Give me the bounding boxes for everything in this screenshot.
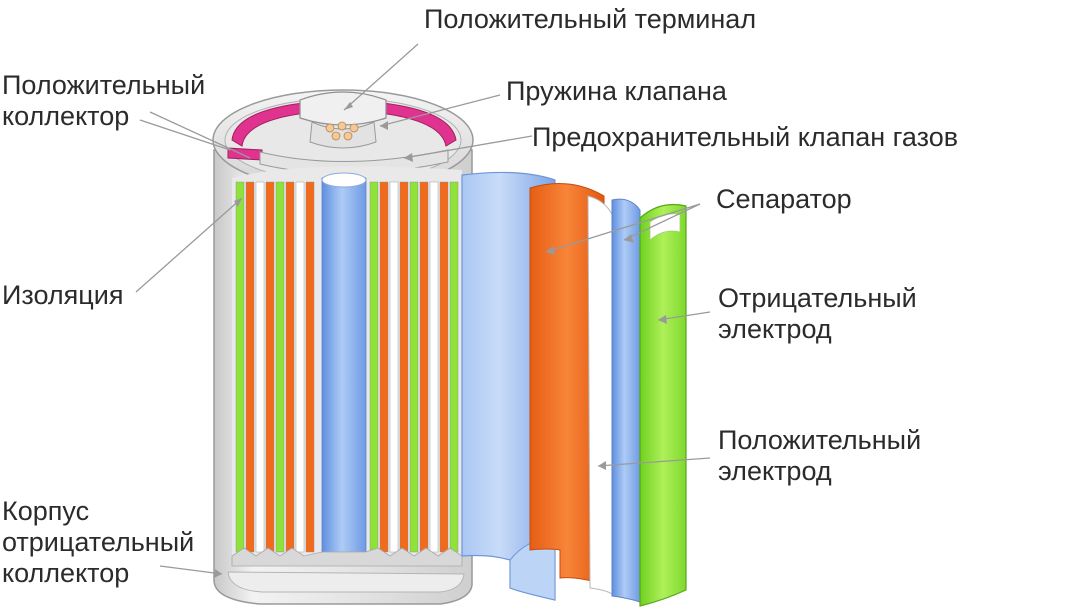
label-case-line3: коллектор bbox=[2, 558, 130, 588]
leader-separator-b bbox=[623, 203, 701, 241]
label-separator-text: Сепаратор bbox=[716, 184, 852, 214]
unrolled-layers bbox=[461, 171, 687, 607]
leader-positive-collector bbox=[139, 119, 231, 151]
leader-case bbox=[159, 565, 223, 575]
label-negative-electrode-line2: электрод bbox=[718, 314, 832, 344]
leader-lines bbox=[135, 43, 711, 578]
electrode-stripe bbox=[235, 181, 245, 553]
label-case-line2: отрицательный bbox=[2, 527, 195, 557]
electrode-stripe bbox=[369, 181, 379, 553]
electrode-stripe bbox=[255, 181, 265, 553]
label-negative-electrode: Отрицательный электрод bbox=[718, 283, 917, 345]
label-positive-collector: Положительный коллектор bbox=[2, 70, 205, 132]
label-positive-collector-line2: коллектор bbox=[2, 101, 130, 131]
label-safety-vent-text: Предохранительный клапан газов bbox=[532, 122, 959, 152]
electrode-stripe bbox=[305, 181, 315, 553]
electrode-stripe bbox=[275, 181, 285, 553]
label-valve-spring-text: Пружина клапана bbox=[506, 76, 727, 106]
label-positive-electrode: Положительный электрод bbox=[718, 425, 921, 487]
label-insulation-text: Изоляция bbox=[2, 280, 124, 310]
leader-valve-spring bbox=[379, 94, 501, 127]
electrode-stripe bbox=[409, 181, 419, 553]
leader-negative-electrode bbox=[657, 311, 711, 321]
leader-positive-electrode bbox=[597, 457, 711, 467]
electrode-stripe bbox=[285, 181, 295, 553]
electrode-stripe bbox=[429, 181, 439, 553]
leader-positive-collector-2 bbox=[149, 111, 251, 159]
leader-safety-vent bbox=[403, 135, 533, 159]
electrode-stripe bbox=[439, 181, 449, 553]
label-positive-terminal: Положительный терминал bbox=[424, 4, 756, 35]
leader-positive-terminal bbox=[343, 43, 419, 111]
label-case-line1: Корпус bbox=[2, 496, 90, 526]
electrode-stripe bbox=[265, 181, 275, 553]
electrode-stripe bbox=[295, 181, 305, 553]
leader-separator-a bbox=[545, 203, 701, 253]
label-case: Корпус отрицательный коллектор bbox=[2, 496, 194, 589]
label-negative-electrode-line1: Отрицательный bbox=[718, 283, 917, 313]
label-positive-electrode-line2: электрод bbox=[718, 456, 832, 486]
label-positive-collector-line1: Положительный bbox=[2, 70, 206, 100]
electrode-stripe bbox=[379, 181, 389, 553]
label-positive-terminal-text: Положительный терминал bbox=[424, 4, 757, 34]
label-safety-vent: Предохранительный клапан газов bbox=[532, 122, 958, 153]
leader-insulation bbox=[135, 197, 243, 293]
electrode-stripe bbox=[419, 181, 429, 553]
electrode-roll bbox=[231, 166, 463, 567]
label-positive-electrode-line1: Положительный bbox=[718, 425, 922, 455]
positive-collector-ring bbox=[227, 99, 457, 161]
electrode-stripe bbox=[449, 181, 459, 553]
label-separator: Сепаратор bbox=[716, 184, 852, 215]
label-insulation: Изоляция bbox=[2, 280, 123, 311]
electrode-stripe bbox=[399, 181, 409, 553]
label-valve-spring: Пружина клапана bbox=[506, 76, 727, 107]
electrode-stripe bbox=[245, 181, 255, 553]
electrode-stripe bbox=[389, 181, 399, 553]
